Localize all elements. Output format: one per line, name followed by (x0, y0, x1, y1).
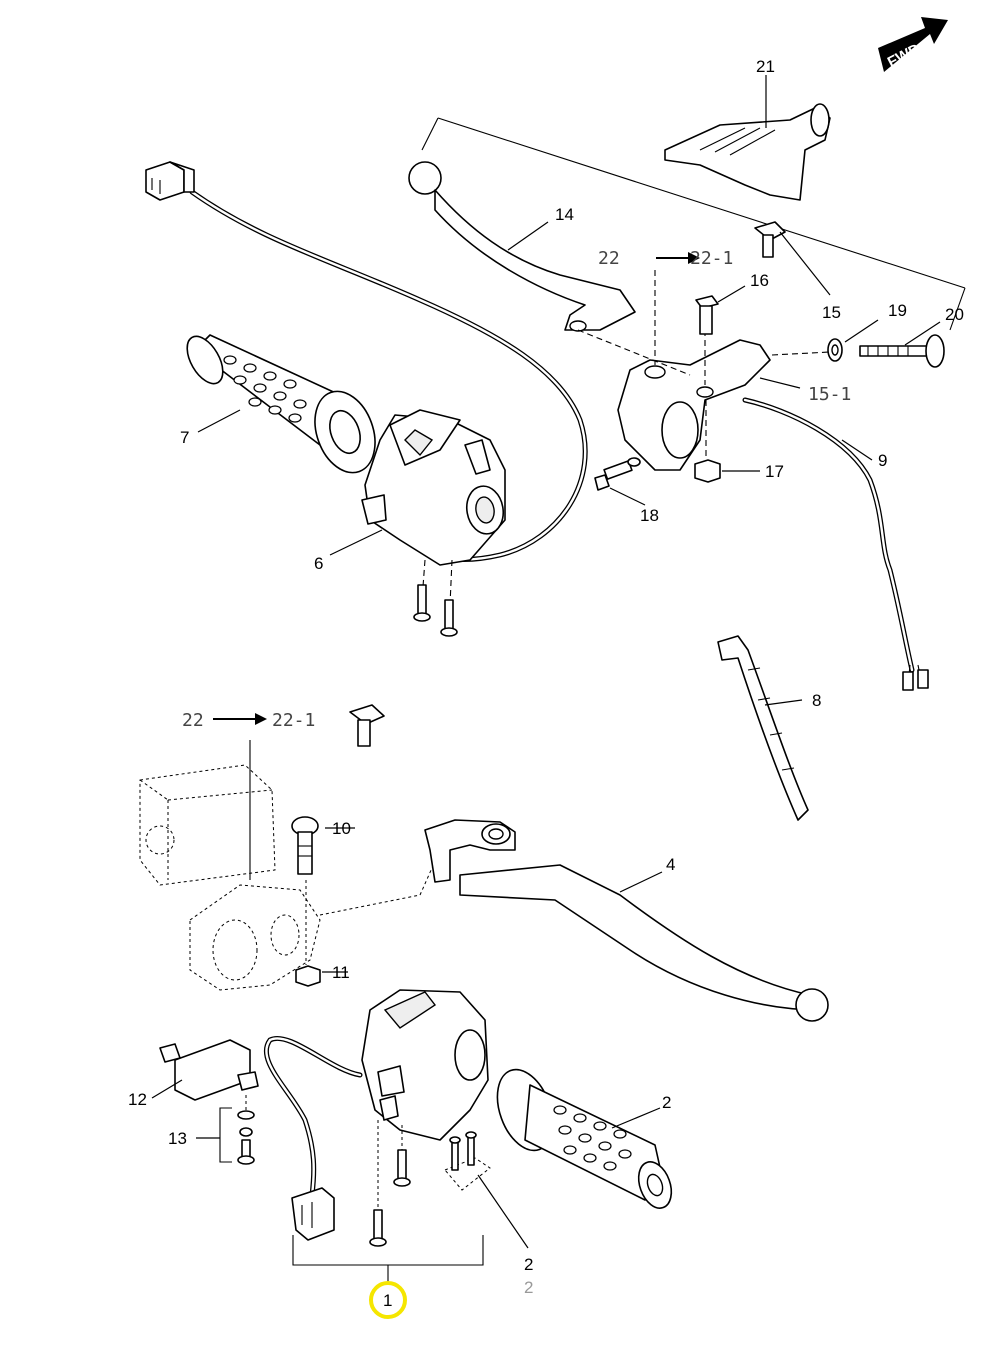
assembly-line-top (437, 117, 966, 289)
right-switch-cable (263, 1035, 363, 1198)
left-switch-housing (361, 409, 506, 566)
right-switch-housing (361, 989, 489, 1141)
callout-10: 10 (332, 819, 351, 838)
nut-11 (295, 880, 321, 987)
callout-21: 21 (756, 57, 775, 76)
clutch-switch-cable (742, 397, 929, 691)
switch-screws-bottom (369, 1120, 411, 1247)
callout-9: 9 (878, 451, 887, 470)
callout-22-top: 22 (598, 248, 620, 269)
left-switch-cable (189, 189, 588, 563)
brake-switch (159, 1039, 259, 1101)
callout-1-highlight[interactable]: 1 (369, 1281, 407, 1319)
bolt-18 (594, 457, 641, 491)
cable-strap (717, 635, 809, 821)
callout-20: 20 (945, 305, 964, 324)
locknut-19 (827, 338, 843, 362)
callout-1: 1 (383, 1291, 392, 1310)
assembly-bracket-bottom (292, 1235, 484, 1266)
clutch-lever (408, 161, 636, 332)
terminal-block (444, 1131, 491, 1191)
leader-lines (151, 75, 941, 1249)
callout-14: 14 (555, 205, 574, 224)
callout-6: 6 (314, 554, 323, 573)
callout-2-right: 2 (662, 1093, 671, 1112)
callout-13: 13 (168, 1129, 187, 1148)
right-grip (496, 1068, 673, 1209)
rivet-top (754, 221, 786, 258)
nut-17 (694, 400, 721, 483)
callout-2-cut: 2 (524, 1278, 533, 1297)
left-grip (186, 334, 376, 474)
callout-22-1-mid: 22-1 (272, 710, 315, 731)
rivet-mid (349, 704, 385, 747)
callout-7: 7 (180, 428, 189, 447)
callout-15: 15 (822, 303, 841, 322)
fwd-arrow-badge: FWD (878, 17, 948, 72)
callout-17: 17 (765, 462, 784, 481)
right-switch-connector (291, 1187, 335, 1241)
callout-4: 4 (666, 855, 675, 874)
callout-12: 12 (128, 1090, 147, 1109)
assembly-bracket-top (421, 117, 439, 151)
callout-15-1: 15-1 (808, 384, 851, 405)
brake-lever (424, 819, 829, 1022)
callout-16: 16 (750, 271, 769, 290)
lever-cover (664, 103, 831, 201)
callout-18: 18 (640, 506, 659, 525)
brake-switch-screw-set (219, 1095, 255, 1165)
lever-perch (577, 270, 831, 471)
callout-19: 19 (888, 301, 907, 320)
left-switch-connector (145, 161, 195, 201)
callout-22-1-top: 22-1 (690, 248, 733, 269)
switch-screws-top (413, 559, 458, 637)
callout-11: 11 (332, 963, 350, 982)
bolt-10 (291, 816, 319, 875)
bolt-16 (695, 295, 719, 335)
master-cylinder-dashed (139, 740, 441, 991)
callout-2-bottom: 2 (524, 1255, 533, 1274)
callout-22-mid: 22 (182, 710, 204, 731)
callout-8: 8 (812, 691, 821, 710)
adjuster-20 (859, 334, 945, 368)
